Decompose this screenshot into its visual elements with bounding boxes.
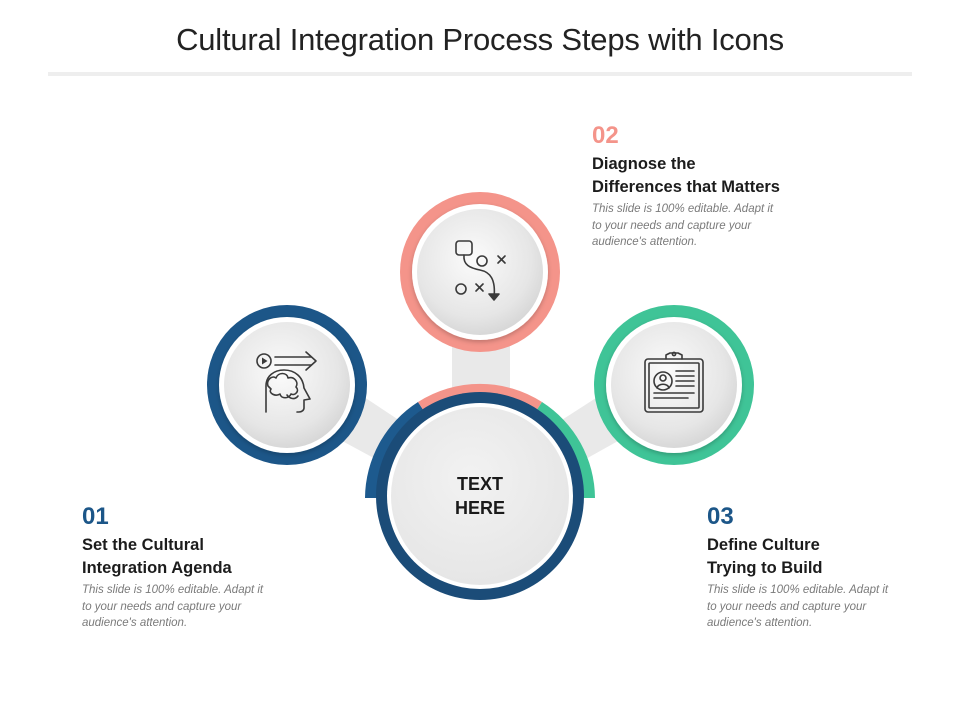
step-number: 01 <box>82 503 109 530</box>
step-heading-line: Trying to Build <box>707 559 823 577</box>
step-heading: Diagnose the Differences that Matters <box>592 153 817 199</box>
strategy-plan-icon <box>455 240 506 301</box>
step-1-text: 01 Set the Cultural Integration Agenda T… <box>82 503 307 632</box>
step-heading: Define Culture Trying to Build <box>707 534 932 580</box>
step-number: 03 <box>707 503 734 530</box>
step-description-line: to your needs and capture your <box>707 600 867 613</box>
step-description-line: to your needs and capture your <box>82 600 242 613</box>
step-description-line: audience's attention. <box>707 617 813 629</box>
step-description-line: This slide is 100% editable. Adapt it <box>592 203 774 215</box>
step-description: This slide is 100% editable. Adapt it to… <box>592 201 817 251</box>
step-1-circle <box>207 305 367 465</box>
step-description-line: audience's attention. <box>82 617 188 629</box>
step-2-text: 02 Diagnose the Differences that Matters… <box>592 122 817 251</box>
step-description-line: This slide is 100% editable. Adapt it <box>707 584 889 596</box>
step-heading-line: Diagnose the <box>592 155 696 173</box>
step-heading: Set the Cultural Integration Agenda <box>82 534 307 580</box>
step-description-line: to your needs and capture your <box>592 219 752 232</box>
connector-step-2 <box>452 338 510 398</box>
center-circle <box>376 392 584 600</box>
step-heading-line: Integration Agenda <box>82 559 232 577</box>
step-number: 02 <box>592 122 619 149</box>
step-heading-line: Set the Cultural <box>82 536 204 554</box>
step-description: This slide is 100% editable. Adapt it to… <box>82 582 307 632</box>
clipboard-profile-icon <box>644 351 704 413</box>
center-label: TEXT HERE <box>400 472 560 520</box>
page-title: Cultural Integration Process Steps with … <box>176 22 784 57</box>
step-description: This slide is 100% editable. Adapt it to… <box>707 582 932 632</box>
title-divider <box>48 72 912 76</box>
step-3-text: 03 Define Culture Trying to Build This s… <box>707 503 932 632</box>
step-2-circle <box>400 192 560 352</box>
step-description-line: audience's attention. <box>592 236 698 248</box>
center-label-line2: HERE <box>454 498 505 518</box>
step-heading-line: Define Culture <box>707 536 820 554</box>
step-heading-line: Differences that Matters <box>592 178 780 196</box>
step-3-circle <box>594 305 754 465</box>
step-description-line: This slide is 100% editable. Adapt it <box>82 584 264 596</box>
head-strategy-icon <box>256 351 317 413</box>
center-label-line1: TEXT <box>456 474 503 494</box>
